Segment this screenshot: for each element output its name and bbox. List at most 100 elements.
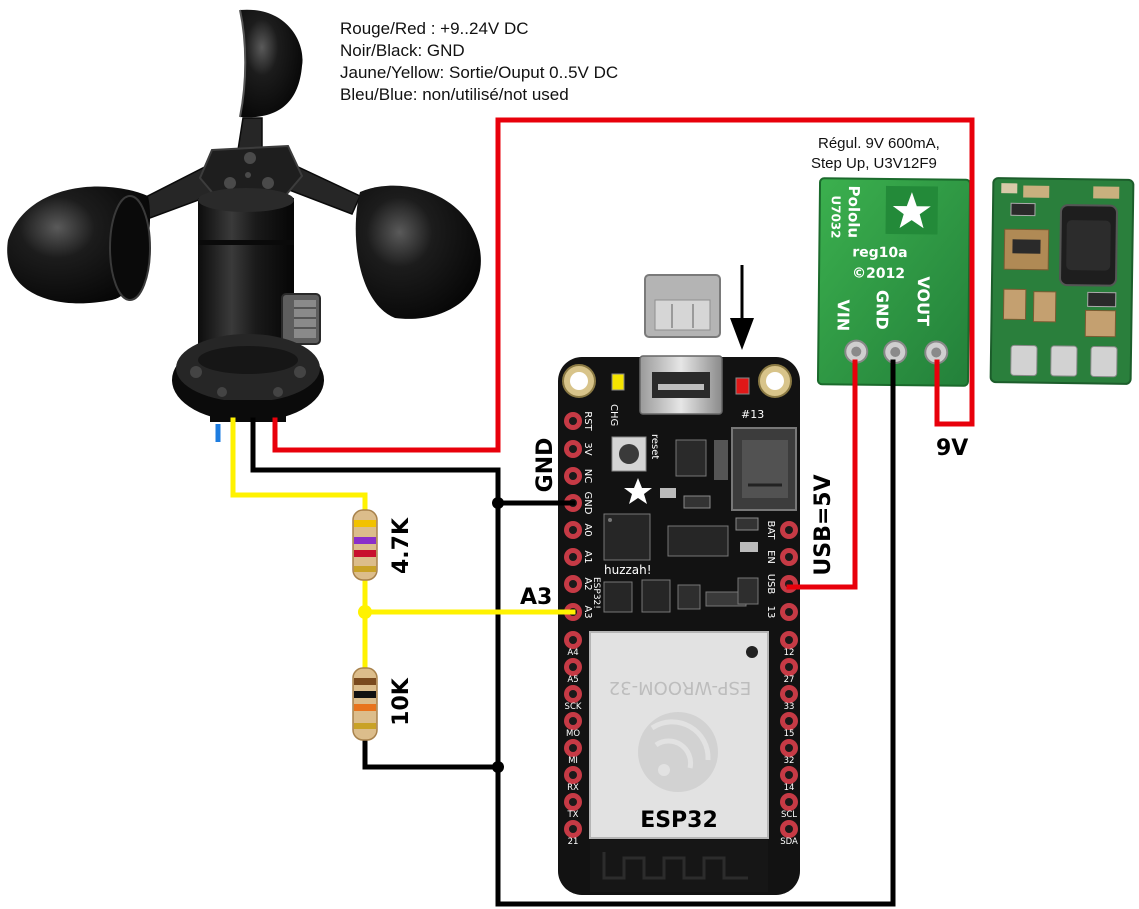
legend-yellow: Jaune/Yellow: Sortie/Ouput 0..5V DC — [340, 63, 618, 82]
pin-hole — [569, 771, 577, 779]
esp-wroom-module: ESP-WROOM-32 ESP32 — [589, 631, 769, 839]
pin-label-right: 12 — [784, 648, 795, 658]
pin-label-right: 14 — [784, 783, 795, 793]
pin-hole — [785, 717, 793, 725]
insert-arrow-icon — [730, 265, 754, 350]
pin-label-left: RST — [582, 411, 593, 431]
huzzah-label: huzzah! — [604, 563, 652, 577]
pin-label-left: NC — [582, 469, 593, 483]
pin-label-right: SCL — [781, 810, 797, 820]
regulator-year: ©2012 — [852, 266, 905, 283]
antenna-area — [590, 840, 768, 892]
pin-hole — [785, 636, 793, 644]
esp32-side-label: ESP32! — [591, 577, 601, 609]
anemometer — [7, 9, 481, 422]
gnd-label: GND — [533, 438, 558, 493]
usb-5v-label: USB=5V — [811, 474, 836, 575]
junction-divider-gnd — [492, 761, 504, 773]
pololu-star-icon — [892, 192, 931, 229]
pin-label-left: SCK — [565, 702, 582, 712]
pin-hole — [569, 472, 577, 480]
pin-label-left: TX — [566, 810, 578, 820]
resistor-band — [354, 537, 376, 544]
pin-hole — [569, 526, 577, 534]
pin-hole — [785, 771, 793, 779]
pin-label-left: A0 — [582, 523, 593, 536]
pin-label-right: 27 — [784, 675, 795, 685]
anemometer-connector — [281, 293, 321, 345]
pin-label-left: A1 — [582, 550, 593, 563]
pin-label-right: 15 — [784, 729, 795, 739]
pin-label-right: BAT — [765, 520, 776, 540]
regulator-caption-line2: Step Up, U3V12F9 — [811, 155, 937, 172]
wires — [215, 117, 975, 907]
regulator-brand: Pololu — [844, 185, 863, 238]
wire-red-usb — [786, 359, 858, 590]
pololu-regulator: Pololu U7032 reg10a ©2012 VIN GND VOUT — [816, 177, 972, 387]
junction-gnd — [492, 497, 504, 509]
regulator-gnd-label: GND — [873, 290, 892, 330]
battery-connector — [731, 427, 797, 511]
usb-serial-chip — [603, 513, 651, 561]
legend-red: Rouge/Red : +9..24V DC — [340, 19, 529, 38]
pin-label-left: GND — [582, 492, 593, 515]
resistor-4k7 — [352, 509, 378, 581]
pin-hole — [569, 798, 577, 806]
pin-hole — [785, 744, 793, 752]
pin-hole — [569, 690, 577, 698]
resistor-band — [354, 678, 376, 685]
adafruit-logo-icon — [624, 478, 652, 504]
a3-label: A3 — [520, 585, 552, 610]
wire-yellow-signal — [230, 417, 368, 675]
pin-label-right: SDA — [780, 837, 798, 847]
pin-hole — [785, 553, 793, 561]
wire-black-ground — [250, 359, 896, 907]
pin-hole — [569, 825, 577, 833]
pin-hole — [569, 663, 577, 671]
pin-hole — [785, 825, 793, 833]
pin-hole — [569, 744, 577, 752]
pin-label-left: A3 — [582, 605, 593, 618]
resistor-band — [354, 550, 376, 557]
pin-hole — [785, 798, 793, 806]
resistor-band — [354, 723, 376, 729]
reset-label: reset — [649, 434, 660, 459]
pin-label-right: 33 — [784, 702, 795, 712]
pin-label-left: RX — [567, 783, 579, 793]
pin-hole — [569, 580, 577, 588]
resistor-10k — [352, 667, 378, 741]
pin-hole — [569, 717, 577, 725]
wire-red-power — [272, 117, 975, 453]
regulator-vin-label: VIN — [833, 299, 852, 331]
pin-hole — [785, 526, 793, 534]
pin-label-left: MO — [566, 729, 580, 739]
junction-a3 — [358, 605, 372, 619]
resistor-band — [354, 566, 376, 572]
regulator-caption-line1: Régul. 9V 600mA, — [818, 135, 940, 152]
anemometer-right-cup — [355, 185, 481, 319]
chg-label: CHG — [608, 404, 619, 426]
led-13 — [735, 377, 750, 395]
resistor-band — [354, 691, 376, 698]
led13-label: #13 — [741, 408, 764, 421]
resistor-10k-label: 10K — [389, 677, 414, 726]
esp32-board: CHG reset #13 huzzah! ESP32! ESP-WROOM-3… — [558, 265, 800, 895]
pin-hole — [785, 608, 793, 616]
pin-label-left: A5 — [567, 675, 578, 685]
resistor-band — [354, 520, 376, 527]
pin-label-right: USB — [765, 574, 776, 595]
esp32-label: ESP32 — [640, 808, 718, 833]
regulator-model: reg10a — [852, 245, 908, 262]
pin-hole — [569, 445, 577, 453]
regulator-vout-label: VOUT — [914, 276, 934, 326]
pin-hole — [569, 636, 577, 644]
pin-label-left: 3V — [582, 442, 593, 455]
legend-black: Noir/Black: GND — [340, 41, 465, 60]
pin-label-left: A4 — [567, 648, 578, 658]
wire-color-legend: Rouge/Red : +9..24V DC Noir/Black: GND J… — [340, 19, 618, 104]
pin-label-right: EN — [765, 550, 776, 564]
chg-led — [611, 373, 625, 391]
wire-black-divider — [362, 737, 501, 770]
pin-hole — [785, 690, 793, 698]
